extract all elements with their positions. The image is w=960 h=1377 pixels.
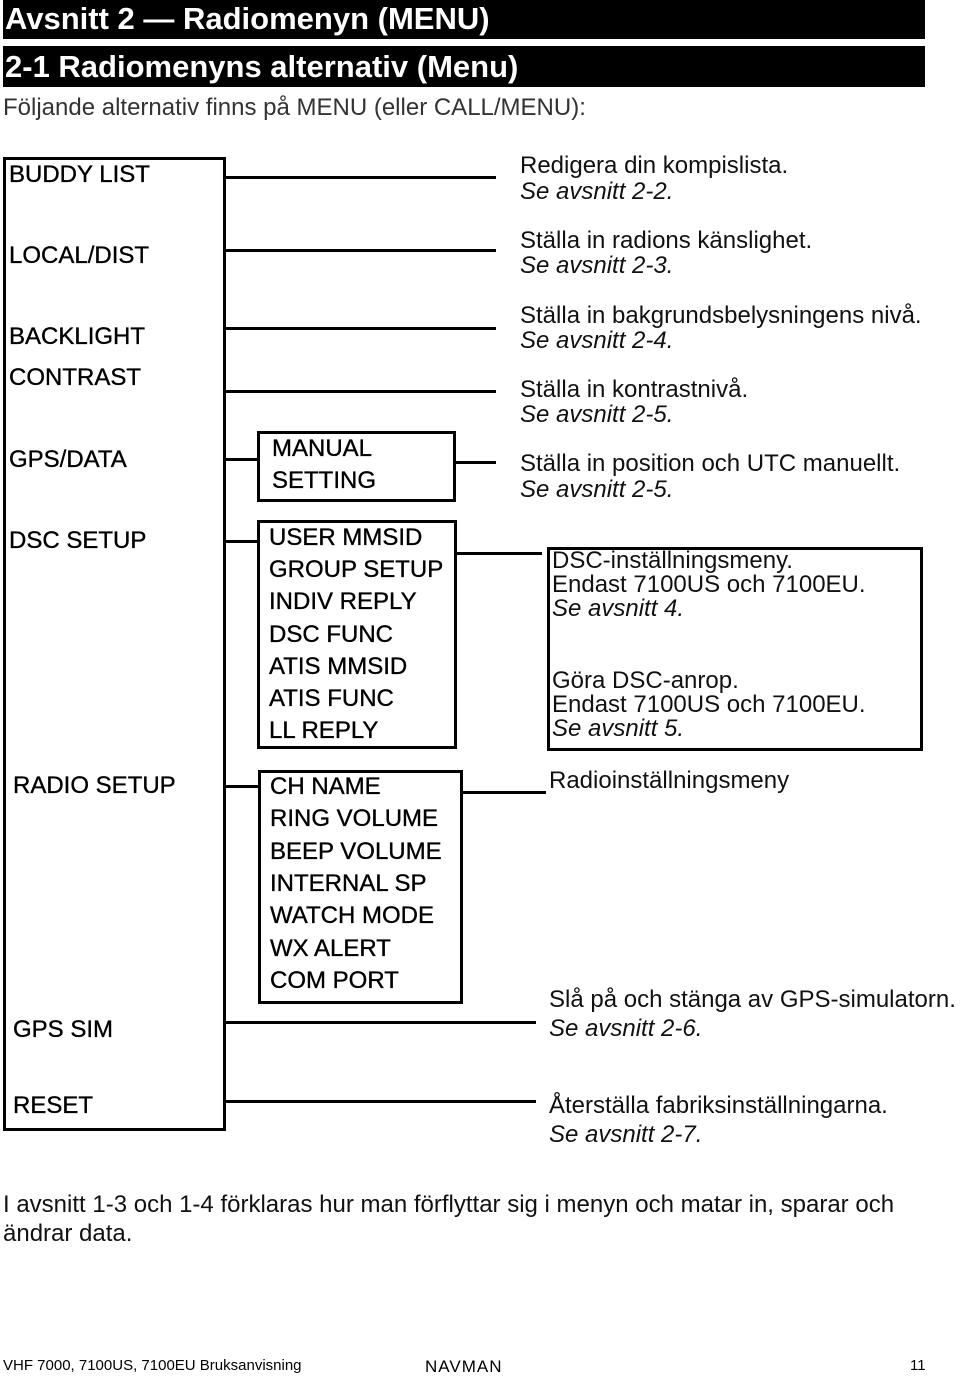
navman-logo: NAVMAN [425,1357,503,1376]
desc-dsc-setup: DSC-inställningsmeny. [552,547,793,574]
desc-backlight: Ställa in bakgrundsbelysningens nivå. [520,302,922,329]
ref-dsc-setup: Se avsnitt 4. [552,595,685,622]
section-title: Avsnitt 2 — Radiomenyn (MENU) [3,0,925,39]
connector-buddy-list [225,176,496,179]
ref-local-dist: Se avsnitt 2-3. [520,252,674,279]
note-dsc-call: Endast 7100US och 7100EU. [552,691,866,718]
radio-item-ch-name: CH NAME [270,773,381,800]
radio-item-internal-sp: INTERNAL SP [270,870,427,897]
ref-gps-data: Se avsnitt 2-5. [520,476,674,503]
menu-item-reset: RESET [13,1092,94,1119]
desc-gps-sim: Slå på och stänga av GPS-simulatorn. [549,986,956,1013]
connector-dsc-setup-out [456,552,542,555]
dsc-item-atis-mmsid: ATIS MMSID [269,653,408,680]
menu-item-dsc-setup: DSC SETUP [9,527,147,554]
ref-contrast: Se avsnitt 2-5. [520,401,674,428]
menu-item-buddy-list: BUDDY LIST [9,161,150,188]
connector-contrast [225,390,496,393]
dsc-item-dsc-func: DSC FUNC [269,621,393,648]
dsc-item-ll-reply: LL REPLY [269,717,379,744]
desc-local-dist: Ställa in radions känslighet. [520,227,813,254]
ref-dsc-call: Se avsnitt 5. [552,715,685,742]
connector-radio-setup-in [225,785,258,788]
manual-title: VHF 7000, 7100US, 7100EU Bruksanvisning [3,1357,302,1374]
note-dsc-setup: Endast 7100US och 7100EU. [552,571,866,598]
menu-item-local-dist: LOCAL/DIST [9,242,150,269]
dsc-description-box [547,547,923,751]
connector-reset [225,1100,536,1103]
dsc-item-group-setup: GROUP SETUP [269,556,444,583]
submenu-item-manual-setting-line2: SETTING [272,467,377,494]
page-number: 11 [910,1357,926,1374]
footer-note-line1: I avsnitt 1-3 och 1-4 förklaras hur man … [3,1191,895,1218]
connector-gps-sim [225,1021,536,1024]
connector-backlight [225,327,496,330]
gps-data-submenu-box [257,431,456,502]
desc-contrast: Ställa in kontrastnivå. [520,376,749,403]
ref-backlight: Se avsnitt 2-4. [520,327,674,354]
menu-item-gps-sim: GPS SIM [13,1016,114,1043]
radio-setup-submenu-box [258,770,463,1004]
ref-reset: Se avsnitt 2-7. [549,1121,703,1148]
connector-gps-data-in [225,458,258,461]
radio-item-ring-volume: RING VOLUME [270,805,439,832]
subsection-title: 2-1 Radiomenyns alternativ (Menu) [3,46,925,87]
connector-local-dist [225,249,496,252]
radio-item-com-port: COM PORT [270,967,399,994]
submenu-item-manual-setting-line1: MANUAL [272,435,373,462]
desc-radio-setup: Radioinställningsmeny [549,767,790,794]
dsc-setup-submenu-box [257,520,457,749]
dsc-item-user-mmsid: USER MMSID [269,524,423,551]
connector-gps-data-out [455,461,496,464]
radio-item-watch-mode: WATCH MODE [270,902,434,929]
desc-reset: Återställa fabriksinställningarna. [549,1092,888,1119]
desc-buddy-list: Redigera din kompislista. [520,152,789,179]
dsc-item-indiv-reply: INDIV REPLY [269,588,417,615]
desc-gps-data: Ställa in position och UTC manuellt. [520,450,901,477]
connector-dsc-setup-in [225,540,258,543]
ref-gps-sim: Se avsnitt 2-6. [549,1015,703,1042]
menu-item-gps-data: GPS/DATA [9,446,127,473]
radio-item-beep-volume: BEEP VOLUME [270,838,442,865]
intro-text: Följande alternativ finns på MENU (eller… [3,94,586,121]
menu-item-contrast: CONTRAST [9,364,141,391]
main-menu-box [3,157,226,1131]
radio-item-wx-alert: WX ALERT [270,935,391,962]
menu-item-backlight: BACKLIGHT [9,323,146,350]
ref-buddy-list: Se avsnitt 2-2. [520,178,674,205]
dsc-item-atis-func: ATIS FUNC [269,685,394,712]
menu-item-radio-setup: RADIO SETUP [13,772,176,799]
desc-dsc-call: Göra DSC-anrop. [552,667,739,694]
footer-note-line2: ändrar data. [3,1220,133,1247]
connector-radio-setup-out [462,791,546,794]
